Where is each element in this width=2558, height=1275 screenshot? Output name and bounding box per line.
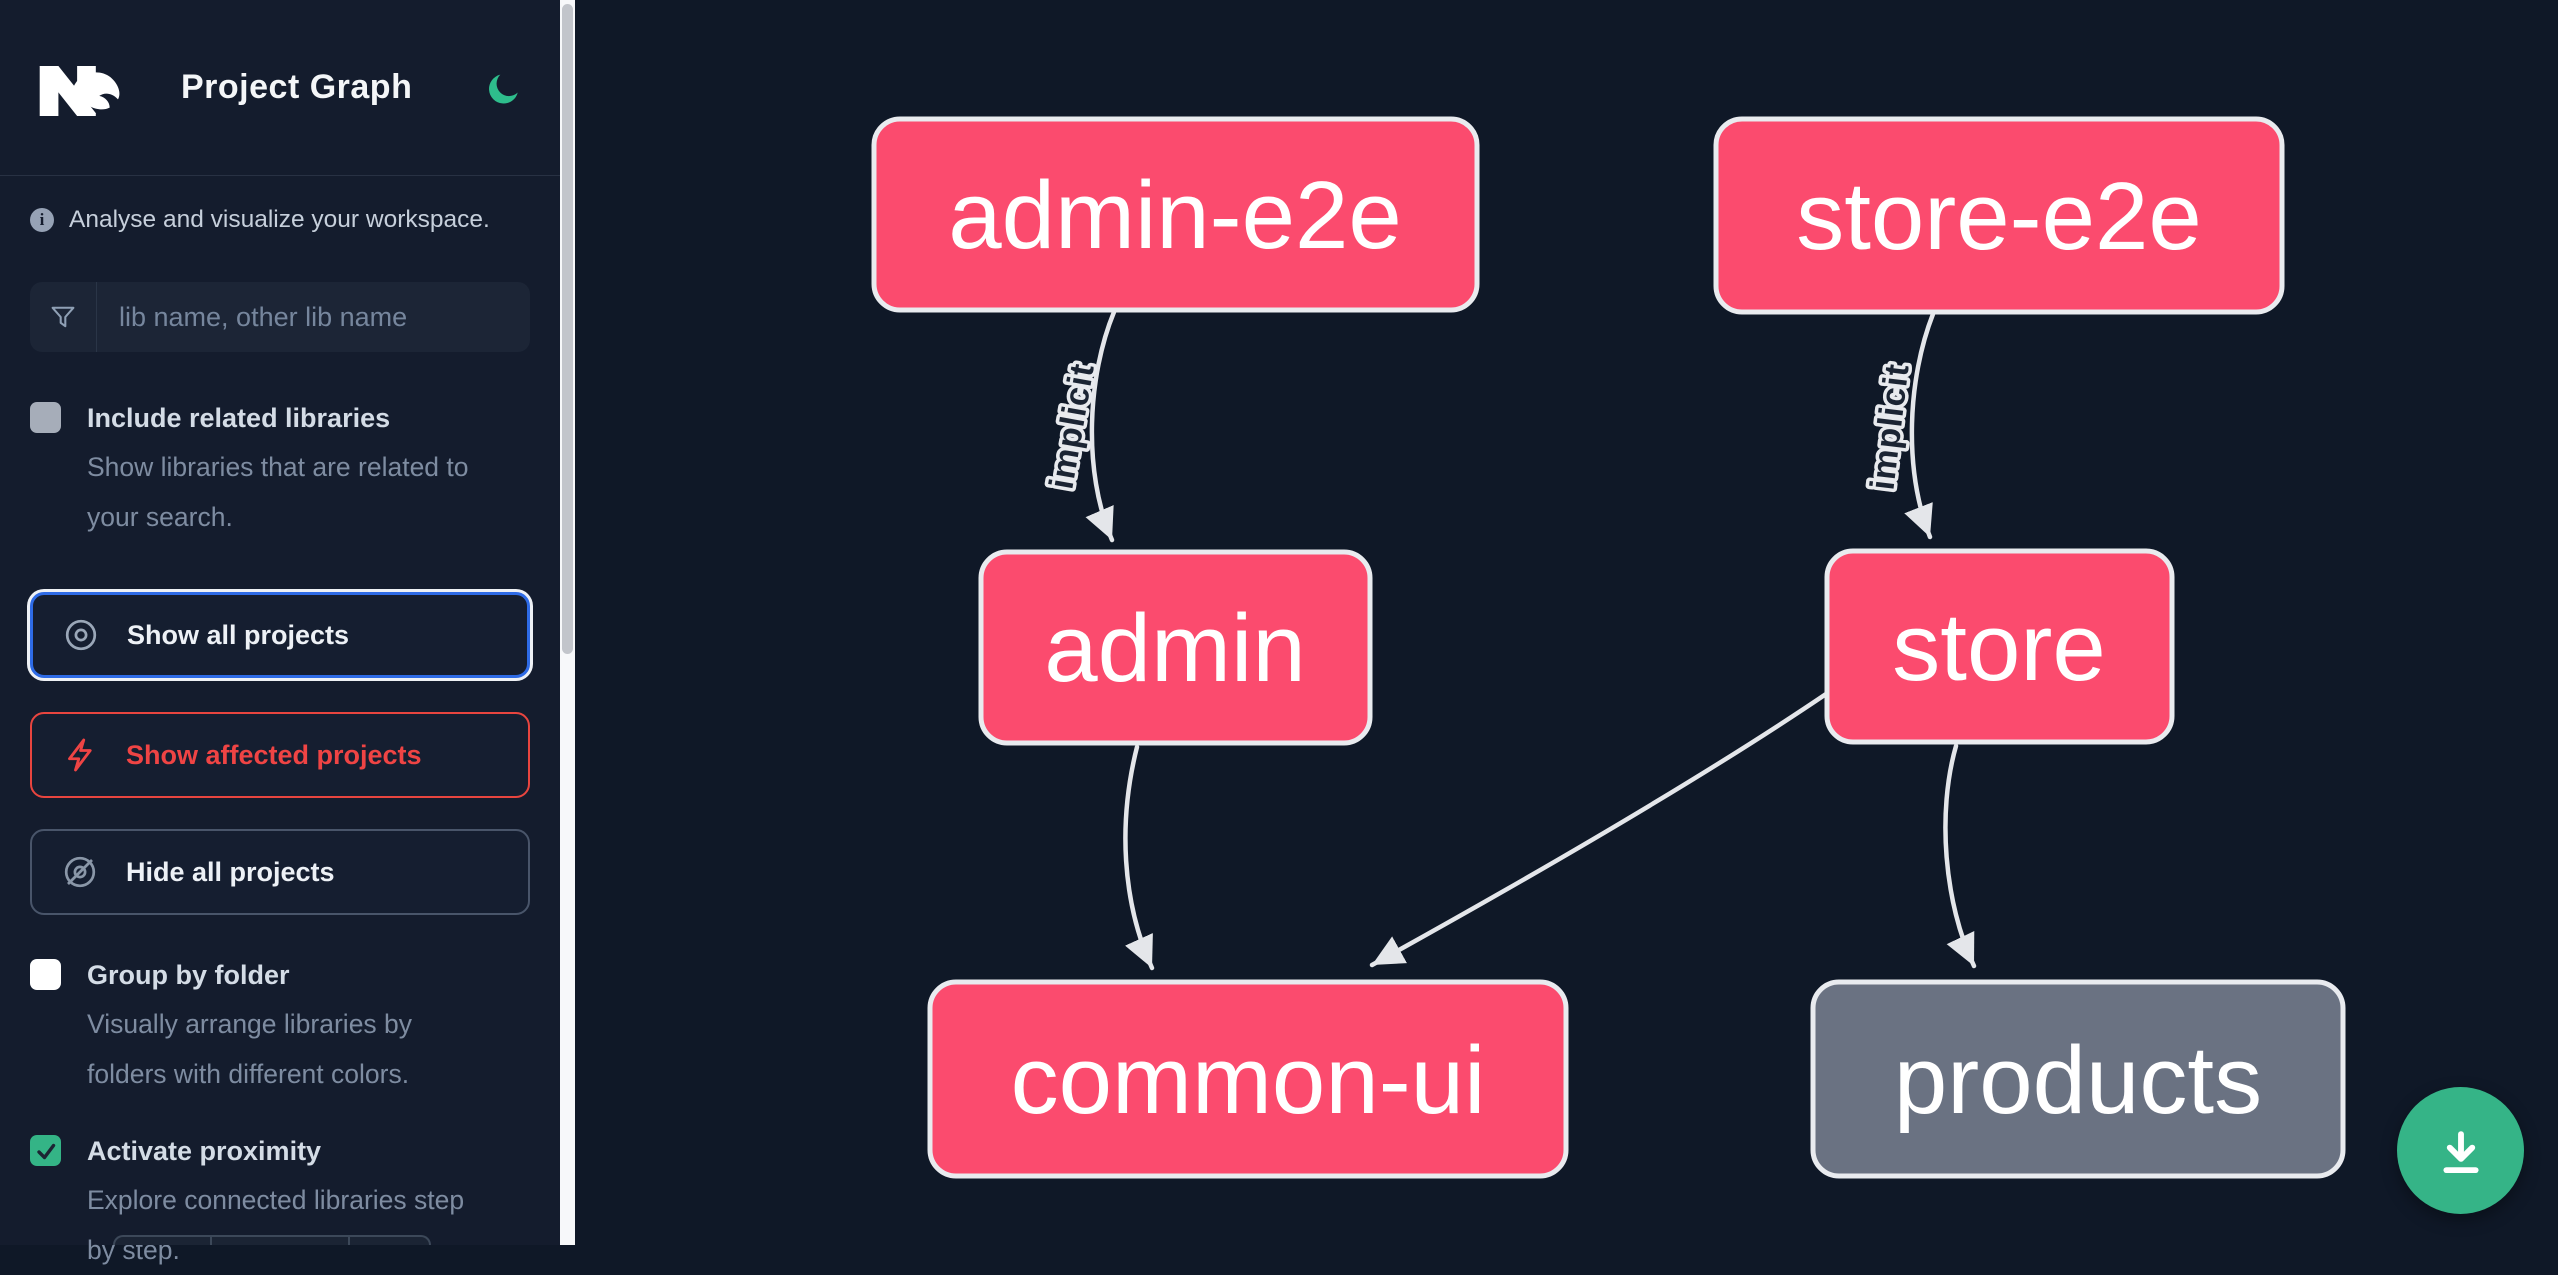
check-icon	[36, 1143, 55, 1159]
node-label: store	[1892, 594, 2105, 701]
segment-button-3[interactable]	[350, 1237, 429, 1245]
sidebar-header: Project Graph	[0, 0, 560, 176]
show-affected-projects-label: Show affected projects	[126, 739, 422, 770]
activate-proximity-checkbox[interactable]	[30, 1135, 61, 1166]
edge-store-e2e-store	[1904, 311, 1936, 540]
edge-store-products	[1943, 743, 1977, 969]
search-box	[30, 282, 530, 352]
node-label: store-e2e	[1796, 163, 2202, 270]
moon-icon	[489, 74, 518, 103]
group-by-folder-row: Group by folder Visually arrange librari…	[30, 953, 530, 1099]
nx-logo	[30, 56, 127, 126]
edge-group	[1085, 309, 1977, 971]
node-label: admin-e2e	[948, 162, 1402, 269]
show-all-projects-label: Show all projects	[127, 619, 350, 650]
graph-node-store[interactable]: store	[1824, 548, 2175, 745]
include-related-label: Include related libraries	[87, 403, 391, 433]
graph-node-admin-e2e[interactable]: admin-e2e	[871, 116, 1480, 313]
workspace-info-row: i Analyse and visualize your workspace.	[30, 206, 530, 234]
theme-toggle-button[interactable]	[484, 68, 524, 108]
graph-node-common-ui[interactable]: common-ui	[927, 979, 1569, 1179]
include-related-description: Show libraries that are related to your …	[87, 452, 469, 532]
funnel-icon	[30, 282, 97, 352]
proximity-depth-segmented-control	[113, 1235, 431, 1245]
show-all-projects-button[interactable]: Show all projects	[30, 592, 530, 678]
info-icon: i	[30, 208, 54, 232]
edge-store-common-ui	[1369, 689, 1832, 968]
project-graph-canvas[interactable]: implicit implicit admin-e2e store-e2e ad…	[0, 0, 2558, 1245]
sidebar-scrollbar-thumb[interactable]	[562, 4, 573, 654]
graph-node-admin[interactable]: admin	[978, 549, 1373, 746]
activate-proximity-row: Activate proximity Explore connected lib…	[30, 1129, 530, 1275]
sidebar: Project Graph i Analyse and visualize yo…	[0, 0, 560, 1265]
download-icon	[2442, 1130, 2479, 1173]
node-label: products	[1894, 1027, 2262, 1134]
page-title: Project Graph	[181, 68, 413, 106]
group-by-folder-checkbox[interactable]	[30, 959, 61, 990]
node-label: common-ui	[1011, 1027, 1486, 1134]
edge-label-implicit-right: implicit	[1863, 361, 1916, 492]
include-related-checkbox[interactable]	[30, 402, 61, 433]
hide-all-projects-label: Hide all projects	[126, 856, 335, 887]
lightning-icon	[68, 738, 92, 772]
group-by-folder-description: Visually arrange libraries by folders wi…	[87, 1009, 413, 1089]
activate-proximity-description: Explore connected libraries step by step…	[87, 1185, 465, 1265]
activate-proximity-label: Activate proximity	[87, 1136, 322, 1166]
sidebar-scrollbar-track[interactable]	[560, 0, 575, 1245]
hide-all-projects-button[interactable]: Hide all projects	[30, 829, 530, 915]
group-by-folder-label: Group by folder	[87, 960, 290, 990]
eye-icon	[65, 619, 97, 651]
library-filter-input[interactable]	[97, 282, 530, 352]
eye-off-icon	[64, 856, 96, 888]
edge-admin-e2e-admin	[1085, 309, 1117, 543]
segment-button-1[interactable]	[115, 1237, 213, 1245]
download-graph-button[interactable]	[2397, 1087, 2524, 1214]
include-related-row: Include related libraries Show libraries…	[30, 396, 530, 542]
node-label: admin	[1044, 595, 1305, 702]
graph-node-store-e2e[interactable]: store-e2e	[1713, 116, 2285, 315]
workspace-info-text: Analyse and visualize your workspace.	[69, 206, 490, 233]
show-affected-projects-button[interactable]: Show affected projects	[30, 712, 530, 798]
edge-admin-common-ui	[1123, 744, 1155, 971]
graph-node-products[interactable]: products	[1810, 979, 2346, 1179]
segment-button-2[interactable]	[212, 1237, 351, 1245]
